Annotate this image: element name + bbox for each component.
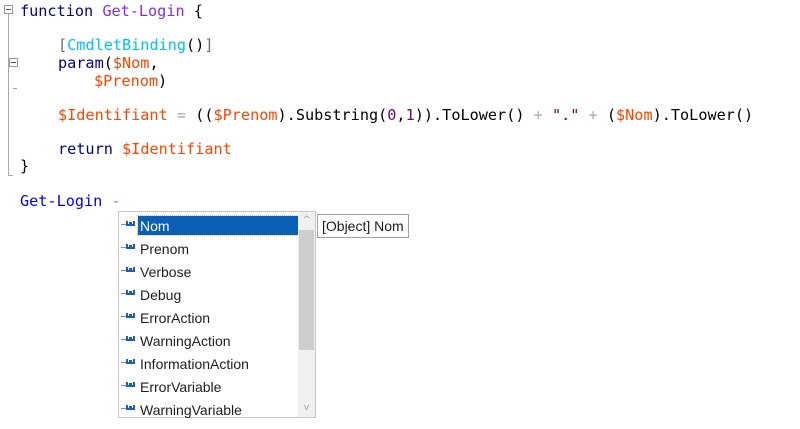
completion-item-verbose[interactable]: Verbose [120, 260, 300, 282]
method-tolower: ToLower [442, 106, 507, 124]
completion-item-warningvariable[interactable]: WarningVariable [120, 398, 300, 420]
completion-item-informationaction[interactable]: InformationAction [120, 352, 300, 374]
parameter-icon [120, 398, 138, 420]
completion-item-label: Nom [137, 214, 301, 236]
completion-item-debug[interactable]: Debug [120, 283, 300, 305]
number-literal: 1 [405, 106, 415, 124]
operator-plus: + [588, 106, 598, 124]
collapse-param-icon[interactable] [9, 58, 18, 67]
parameter-dash: - [111, 192, 121, 210]
completion-item-label: InformationAction [140, 355, 249, 372]
comma: , [149, 54, 159, 72]
variable-prenom: $Prenom [94, 72, 159, 90]
completion-item-nom[interactable]: Nom [120, 214, 301, 236]
completion-item-erroraction[interactable]: ErrorAction [120, 306, 300, 328]
param-close-paren: ) [158, 72, 168, 90]
code-line-4: param($Nom, [58, 54, 159, 72]
parameter-icon [120, 375, 138, 397]
code-line-12: Get-Login - [20, 192, 121, 210]
completion-item-label: WarningVariable [140, 401, 242, 418]
completion-item-errorvariable[interactable]: ErrorVariable [120, 375, 300, 397]
parameter-icon [120, 237, 138, 259]
operator-plus: + [533, 106, 543, 124]
keyword-param: param [58, 54, 104, 72]
attribute-close-bracket: ] [204, 36, 214, 54]
keyword-return: return [58, 140, 113, 158]
completion-item-prenom[interactable]: Prenom [120, 237, 300, 259]
paren: ( [378, 106, 388, 124]
completion-item-label: Prenom [140, 240, 190, 257]
call-parens: () [506, 106, 525, 124]
open-brace: { [193, 2, 203, 20]
paren-dot: )). [414, 106, 443, 124]
code-line-10: } [20, 157, 29, 175]
parameter-icon [120, 214, 138, 236]
code-line-3: [CmdletBinding()] [58, 36, 213, 54]
variable-identifiant: $Identifiant [58, 106, 168, 124]
code-line-7: $Identifiant = (($Prenom).Substring(0,1)… [58, 106, 753, 124]
variable-nom: $Nom [112, 54, 150, 72]
parameter-icon [120, 260, 138, 282]
command-get-login: Get-Login [20, 192, 103, 210]
paren: (( [195, 106, 214, 124]
collapse-function-icon[interactable] [4, 5, 13, 14]
close-brace: } [20, 157, 30, 175]
parameter-icon [120, 306, 138, 328]
paren: ( [606, 106, 617, 124]
method-substring: Substring [295, 106, 379, 124]
completion-item-label: Debug [140, 286, 182, 303]
completion-item-label: Verbose [140, 263, 192, 280]
method-tolower: ToLower [670, 106, 735, 124]
fold-guide-line [8, 14, 9, 176]
scroll-thumb[interactable] [299, 230, 314, 350]
comma: , [396, 106, 406, 124]
completion-item-label: ErrorVariable [140, 378, 222, 395]
attribute-open-bracket: [ [58, 36, 68, 54]
variable-identifiant: $Identifiant [122, 140, 232, 158]
completion-item-label: ErrorAction [140, 309, 211, 326]
code-line-1: function Get-Login { [20, 2, 203, 20]
parameter-type-tooltip: [Object] Nom [317, 214, 409, 238]
paren-dot: ). [652, 106, 671, 124]
fold-guide-end [8, 175, 13, 176]
attribute-cmdletbinding: CmdletBinding [67, 36, 187, 54]
function-name: Get-Login [102, 2, 185, 20]
number-literal: 0 [387, 106, 397, 124]
param-open-paren: ( [103, 54, 113, 72]
code-line-9: return $Identifiant [58, 140, 232, 158]
completion-scrollbar[interactable]: ^ v [298, 212, 315, 417]
intellisense-completion-list[interactable]: Nom Prenom Verbose Debug ErrorAction War… [118, 211, 316, 418]
scroll-down-arrow-icon[interactable]: v [303, 403, 310, 413]
scroll-up-arrow-icon[interactable]: ^ [302, 215, 311, 225]
fold-guide-param-end [13, 88, 17, 89]
code-line-5: $Prenom) [94, 72, 167, 90]
keyword-function: function [20, 2, 94, 20]
parameter-icon [120, 283, 138, 305]
completion-item-label: WarningAction [140, 332, 231, 349]
operator-assign: = [176, 106, 187, 124]
attribute-parens: () [186, 36, 205, 54]
variable-nom: $Nom [616, 106, 653, 124]
completion-item-warningaction[interactable]: WarningAction [120, 329, 300, 351]
parameter-icon [120, 352, 138, 374]
variable-prenom: $Prenom [213, 106, 278, 124]
call-parens: () [734, 106, 754, 124]
parameter-icon [120, 329, 138, 351]
paren-dot: ). [277, 106, 296, 124]
string-literal: "." [551, 106, 580, 124]
